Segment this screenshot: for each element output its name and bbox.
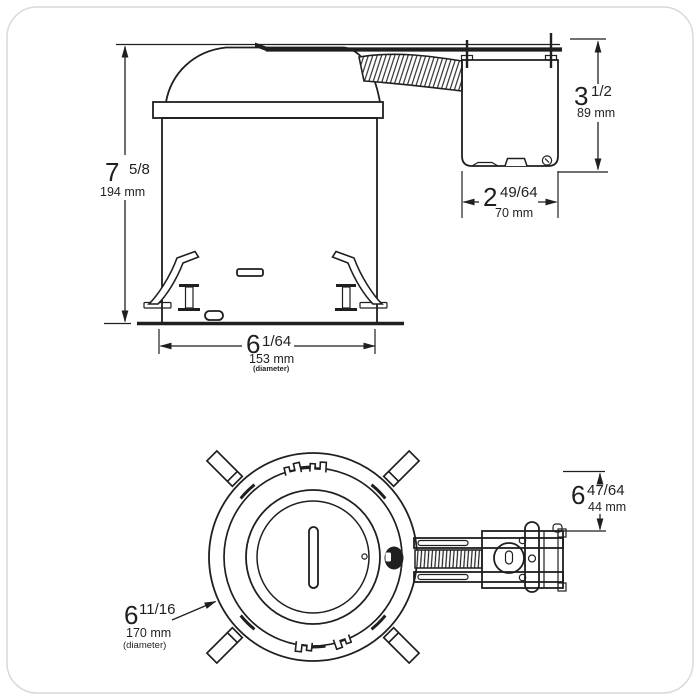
cable-clamp [504, 157, 528, 167]
dim-overall-height: 7 5/8 194 mm [100, 45, 150, 325]
dim-value-inches: 3 [574, 81, 588, 111]
socket-clip-notch [385, 552, 391, 562]
weld-arc-ne [370, 483, 387, 500]
aperture-inner-circle [256, 500, 370, 614]
bracket-screw-hole [527, 554, 537, 563]
dim-value-fraction: 1/64 [262, 333, 291, 350]
dim-value-inches: 2 [483, 182, 497, 212]
dim-housing-diameter: 6 1/64 153 mm (diameter) [158, 329, 376, 373]
clip-arm [147, 250, 200, 305]
dim-value-metric: 153 mm [249, 352, 294, 366]
side-view: 7 5/8 194 mm 3 1/2 89 mm 2 49/64 70 mm [100, 33, 615, 373]
socket-bracket-slot [308, 526, 319, 589]
clip-arm [331, 250, 384, 305]
pilot-hole [361, 553, 368, 560]
dim-value-metric: 44 mm [588, 500, 626, 514]
junction-box-outline [481, 530, 564, 589]
ground-screw-icon [541, 155, 553, 166]
aperture-outer-circle [245, 489, 381, 625]
dim-box-height: 3 1/2 89 mm [558, 38, 615, 173]
weld-arc-nw [239, 483, 256, 500]
box-bottom-tab [471, 161, 499, 167]
hanger-bar [255, 33, 562, 68]
dim-value-fraction: 1/2 [591, 83, 612, 100]
hanger-bracket-capsule [524, 521, 540, 593]
weld-arc-se [370, 614, 387, 631]
dim-value-inches: 6 [571, 480, 585, 510]
dim-box-width: 2 49/64 70 mm [461, 171, 559, 220]
socket-clip [384, 546, 404, 570]
dim-value-inches: 7 [105, 157, 119, 187]
knockout-slot [504, 550, 514, 565]
dim-note: (diameter) [123, 640, 166, 651]
mounting-screw-right [335, 284, 357, 311]
mounting-screw-left [178, 284, 200, 311]
dim-value-inches: 6 [246, 329, 260, 359]
socket-clip-body [384, 546, 404, 570]
mounting-post-right-collar [544, 54, 558, 61]
can-knockout-oval [204, 310, 224, 321]
can-slot [236, 268, 264, 277]
dim-value-fraction: 49/64 [500, 184, 538, 201]
dim-value-fraction: 11/16 [139, 601, 175, 618]
flex-conduit-plan [414, 549, 483, 569]
dim-value-metric: 89 mm [577, 106, 615, 120]
dim-note: (diameter) [253, 364, 290, 373]
box-corner-tab-bottom [557, 582, 567, 592]
junction-box-outline [461, 59, 559, 167]
hanger-bar-end-tip [255, 42, 268, 52]
plan-view: 6 47/64 44 mm 6 11/16 170 mm (diameter) [123, 450, 626, 664]
box-screw-bump [552, 523, 563, 533]
weld-arc-sw [239, 614, 256, 631]
dim-value-metric: 70 mm [495, 206, 533, 220]
dim-value-fraction: 5/8 [129, 161, 150, 178]
dim-value-inches: 6 [124, 600, 138, 630]
dim-box-offset: 6 47/64 44 mm [563, 470, 626, 532]
socket-knockout [493, 542, 525, 574]
spring-clip-left [143, 250, 200, 309]
leader-arrow [171, 600, 217, 621]
label-flange-diameter: 6 11/16 170 mm (diameter) [123, 600, 217, 651]
junction-box-plan [413, 521, 567, 593]
junction-box-side [461, 59, 559, 167]
mounting-post-left-collar [460, 54, 474, 61]
ground-screw-slot [544, 158, 550, 163]
dim-value-metric: 194 mm [100, 185, 145, 199]
spring-clip-right [331, 250, 388, 309]
dim-value-metric: 170 mm [126, 626, 171, 640]
dim-value-fraction: 47/64 [587, 482, 625, 499]
image-rounded-frame [6, 6, 694, 694]
hanger-rail-bottom-slot [417, 573, 469, 581]
hanger-rail-top-slot [417, 539, 469, 547]
